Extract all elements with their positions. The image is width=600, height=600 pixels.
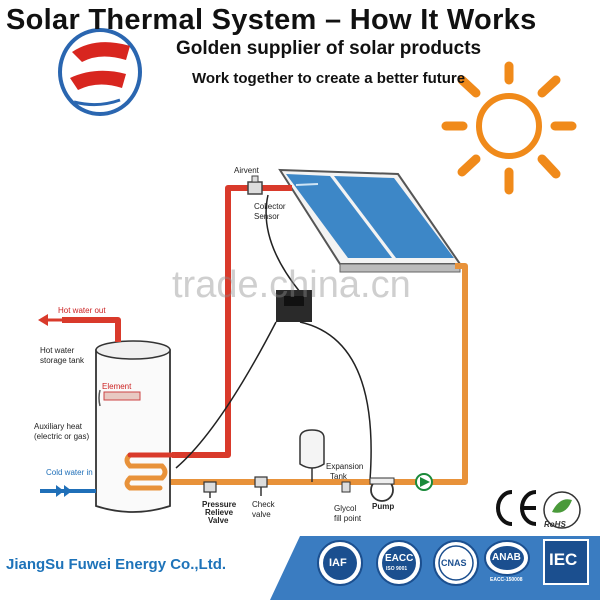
iec-badge-label: IEC xyxy=(549,550,578,569)
eacc-badge-label: EACC xyxy=(385,553,414,564)
ce-mark-icon xyxy=(496,490,537,526)
pump-wire xyxy=(299,321,372,481)
watermark: trade.china.cn xyxy=(172,264,411,306)
pump-icon xyxy=(369,477,395,502)
glycol-fill-point-icon xyxy=(341,481,351,493)
subtitle: Golden supplier of solar products xyxy=(176,38,482,59)
hot-water-storage-tank xyxy=(95,340,175,513)
check-valve-label-2: valve xyxy=(252,510,271,519)
expansion-tank-label-2: Tank xyxy=(330,472,347,481)
collector-sensor-label-2: Sensor xyxy=(254,212,280,221)
rohs-badge-label: RoHS xyxy=(544,520,566,529)
cold-water-inlet xyxy=(40,485,96,497)
pressure-valve-label-3: Valve xyxy=(208,516,229,525)
glycol-fill-label: Glycol xyxy=(334,504,357,513)
expansion-tank-icon xyxy=(299,429,325,482)
anab-badge-icon xyxy=(484,540,530,576)
cnas-badge-icon xyxy=(433,540,479,586)
check-valve-label: Check xyxy=(252,500,275,509)
sun-icon xyxy=(441,61,577,195)
iaf-badge-label: IAF xyxy=(329,557,347,569)
iaf-badge-icon xyxy=(317,540,363,586)
cold-water-in-label: Cold water in xyxy=(46,468,93,477)
hot-water-out-label: Hot water out xyxy=(58,306,106,315)
auxiliary-heat-label-2: (electric or gas) xyxy=(34,432,90,441)
controller-box xyxy=(276,290,312,322)
tank-sensor-wire xyxy=(175,321,277,469)
flow-direction-icon xyxy=(415,473,433,491)
company-name: JiangSu Fuwei Energy Co.,Ltd. xyxy=(6,556,227,573)
eacc-badge-icon xyxy=(376,540,422,586)
airvent-label: Airvent xyxy=(234,166,259,175)
eacc-code-label: EACC-150008 xyxy=(490,577,523,583)
hot-water-out-pipe xyxy=(62,317,121,342)
sensor-wire xyxy=(265,194,301,293)
expansion-tank-label: Expansion xyxy=(326,462,364,471)
check-valve-icon xyxy=(254,476,268,496)
collector-sensor-label: Collector xyxy=(254,202,286,211)
hot-out-arrow-icon xyxy=(38,314,48,326)
company-logo-icon xyxy=(58,28,142,116)
auxiliary-heat-label: Auxiliary heat xyxy=(34,422,83,431)
anab-badge-label: ANAB xyxy=(492,552,521,563)
pressure-relief-valve-icon xyxy=(203,481,217,498)
cnas-badge-label: CNAS xyxy=(441,558,467,568)
pump-label: Pump xyxy=(372,502,395,511)
storage-tank-label-2: storage tank xyxy=(40,356,85,365)
airvent-icon xyxy=(247,175,263,195)
glycol-fill-label-2: fill point xyxy=(334,514,362,523)
hot-pipe xyxy=(172,185,292,458)
storage-tank-label: Hot water xyxy=(40,346,75,355)
pressure-valve-label-2: Relieve xyxy=(205,508,234,517)
element-label: Element xyxy=(102,382,132,391)
page-title: Solar Thermal System – How It Works xyxy=(6,4,537,36)
rohs-badge-icon xyxy=(543,491,581,529)
solar-collector-panel xyxy=(278,168,462,273)
pressure-valve-label: Pressure xyxy=(202,500,237,509)
tagline: Work together to create a better future xyxy=(192,70,466,87)
iec-badge-icon xyxy=(543,539,589,585)
eacc-badge-sublabel: ISO 9001 xyxy=(386,566,408,572)
